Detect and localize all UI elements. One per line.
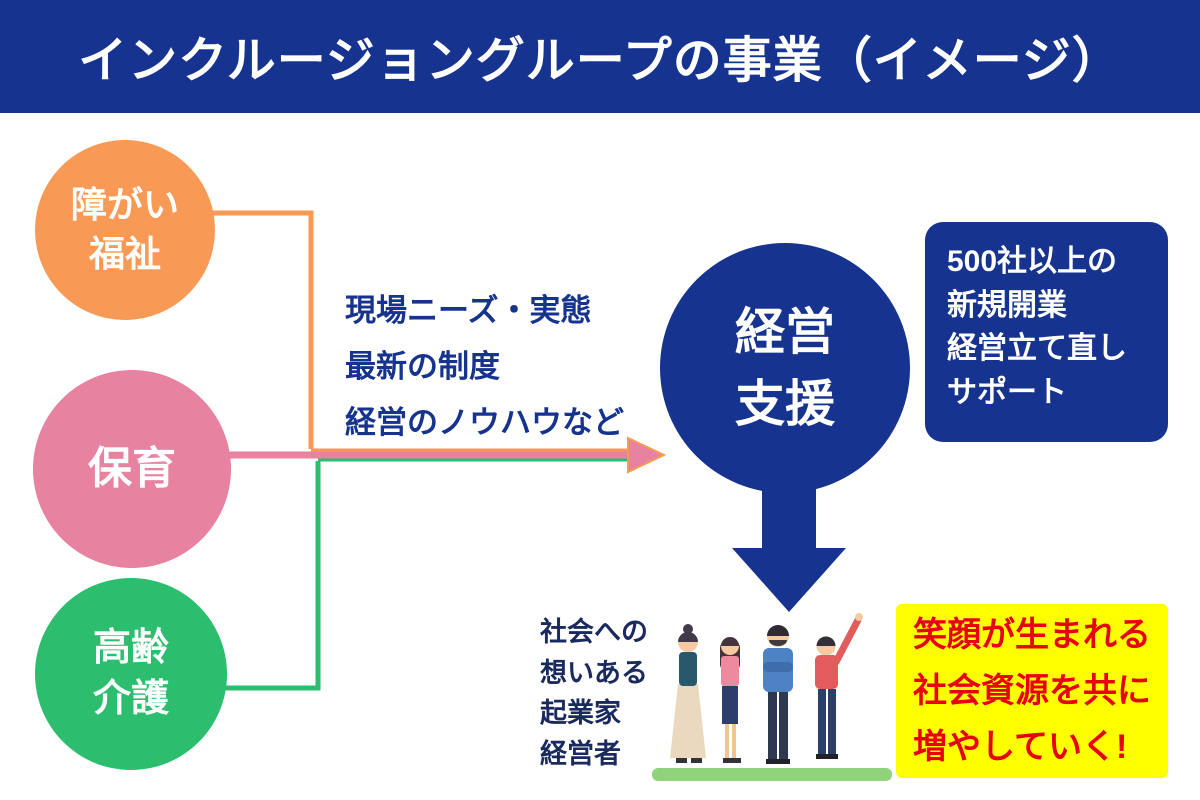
result-message-box: 笑顔が生まれる 社会資源を共に 増やしていく!	[896, 604, 1168, 778]
result-message-text: 笑顔が生まれる 社会資源を共に 増やしていく!	[913, 615, 1151, 767]
circle-elderly-care: 高齢 介護	[35, 578, 227, 770]
person-woman-dark-top	[670, 624, 706, 763]
flow-knowledge-text: 現場ニーズ・実態 最新の制度 経営のノウハウなど	[345, 293, 624, 440]
circle-childcare-label: 保育	[88, 444, 176, 494]
title-banner: インクルージョングループの事業（イメージ）	[0, 0, 1200, 113]
circle-management-support: 経営 支援	[660, 243, 910, 493]
flow-arrowhead-icon	[627, 436, 667, 474]
support-results-box: 500社以上の 新規開業 経営立て直し サポート	[925, 222, 1168, 442]
down-arrow-icon	[732, 486, 846, 612]
circle-disability-label: 障がい 福祉	[70, 184, 179, 274]
person-man-red-jacket-pointing	[815, 613, 863, 759]
people-illustration	[652, 613, 892, 781]
circle-elderly-label: 高齢 介護	[92, 626, 169, 720]
person-man-blue-suit-beard	[763, 625, 793, 764]
page-title: インクルージョングループの事業（イメージ）	[78, 34, 1122, 88]
circle-management-label: 経営 支援	[735, 303, 835, 433]
circle-childcare: 保育	[33, 370, 231, 568]
circle-disability-welfare: 障がい 福祉	[35, 140, 215, 320]
green-ground-strip	[652, 768, 892, 781]
person-woman-pink-top	[720, 637, 741, 763]
entrepreneur-label: 社会への 想いある 起業家 経営者	[540, 617, 648, 769]
